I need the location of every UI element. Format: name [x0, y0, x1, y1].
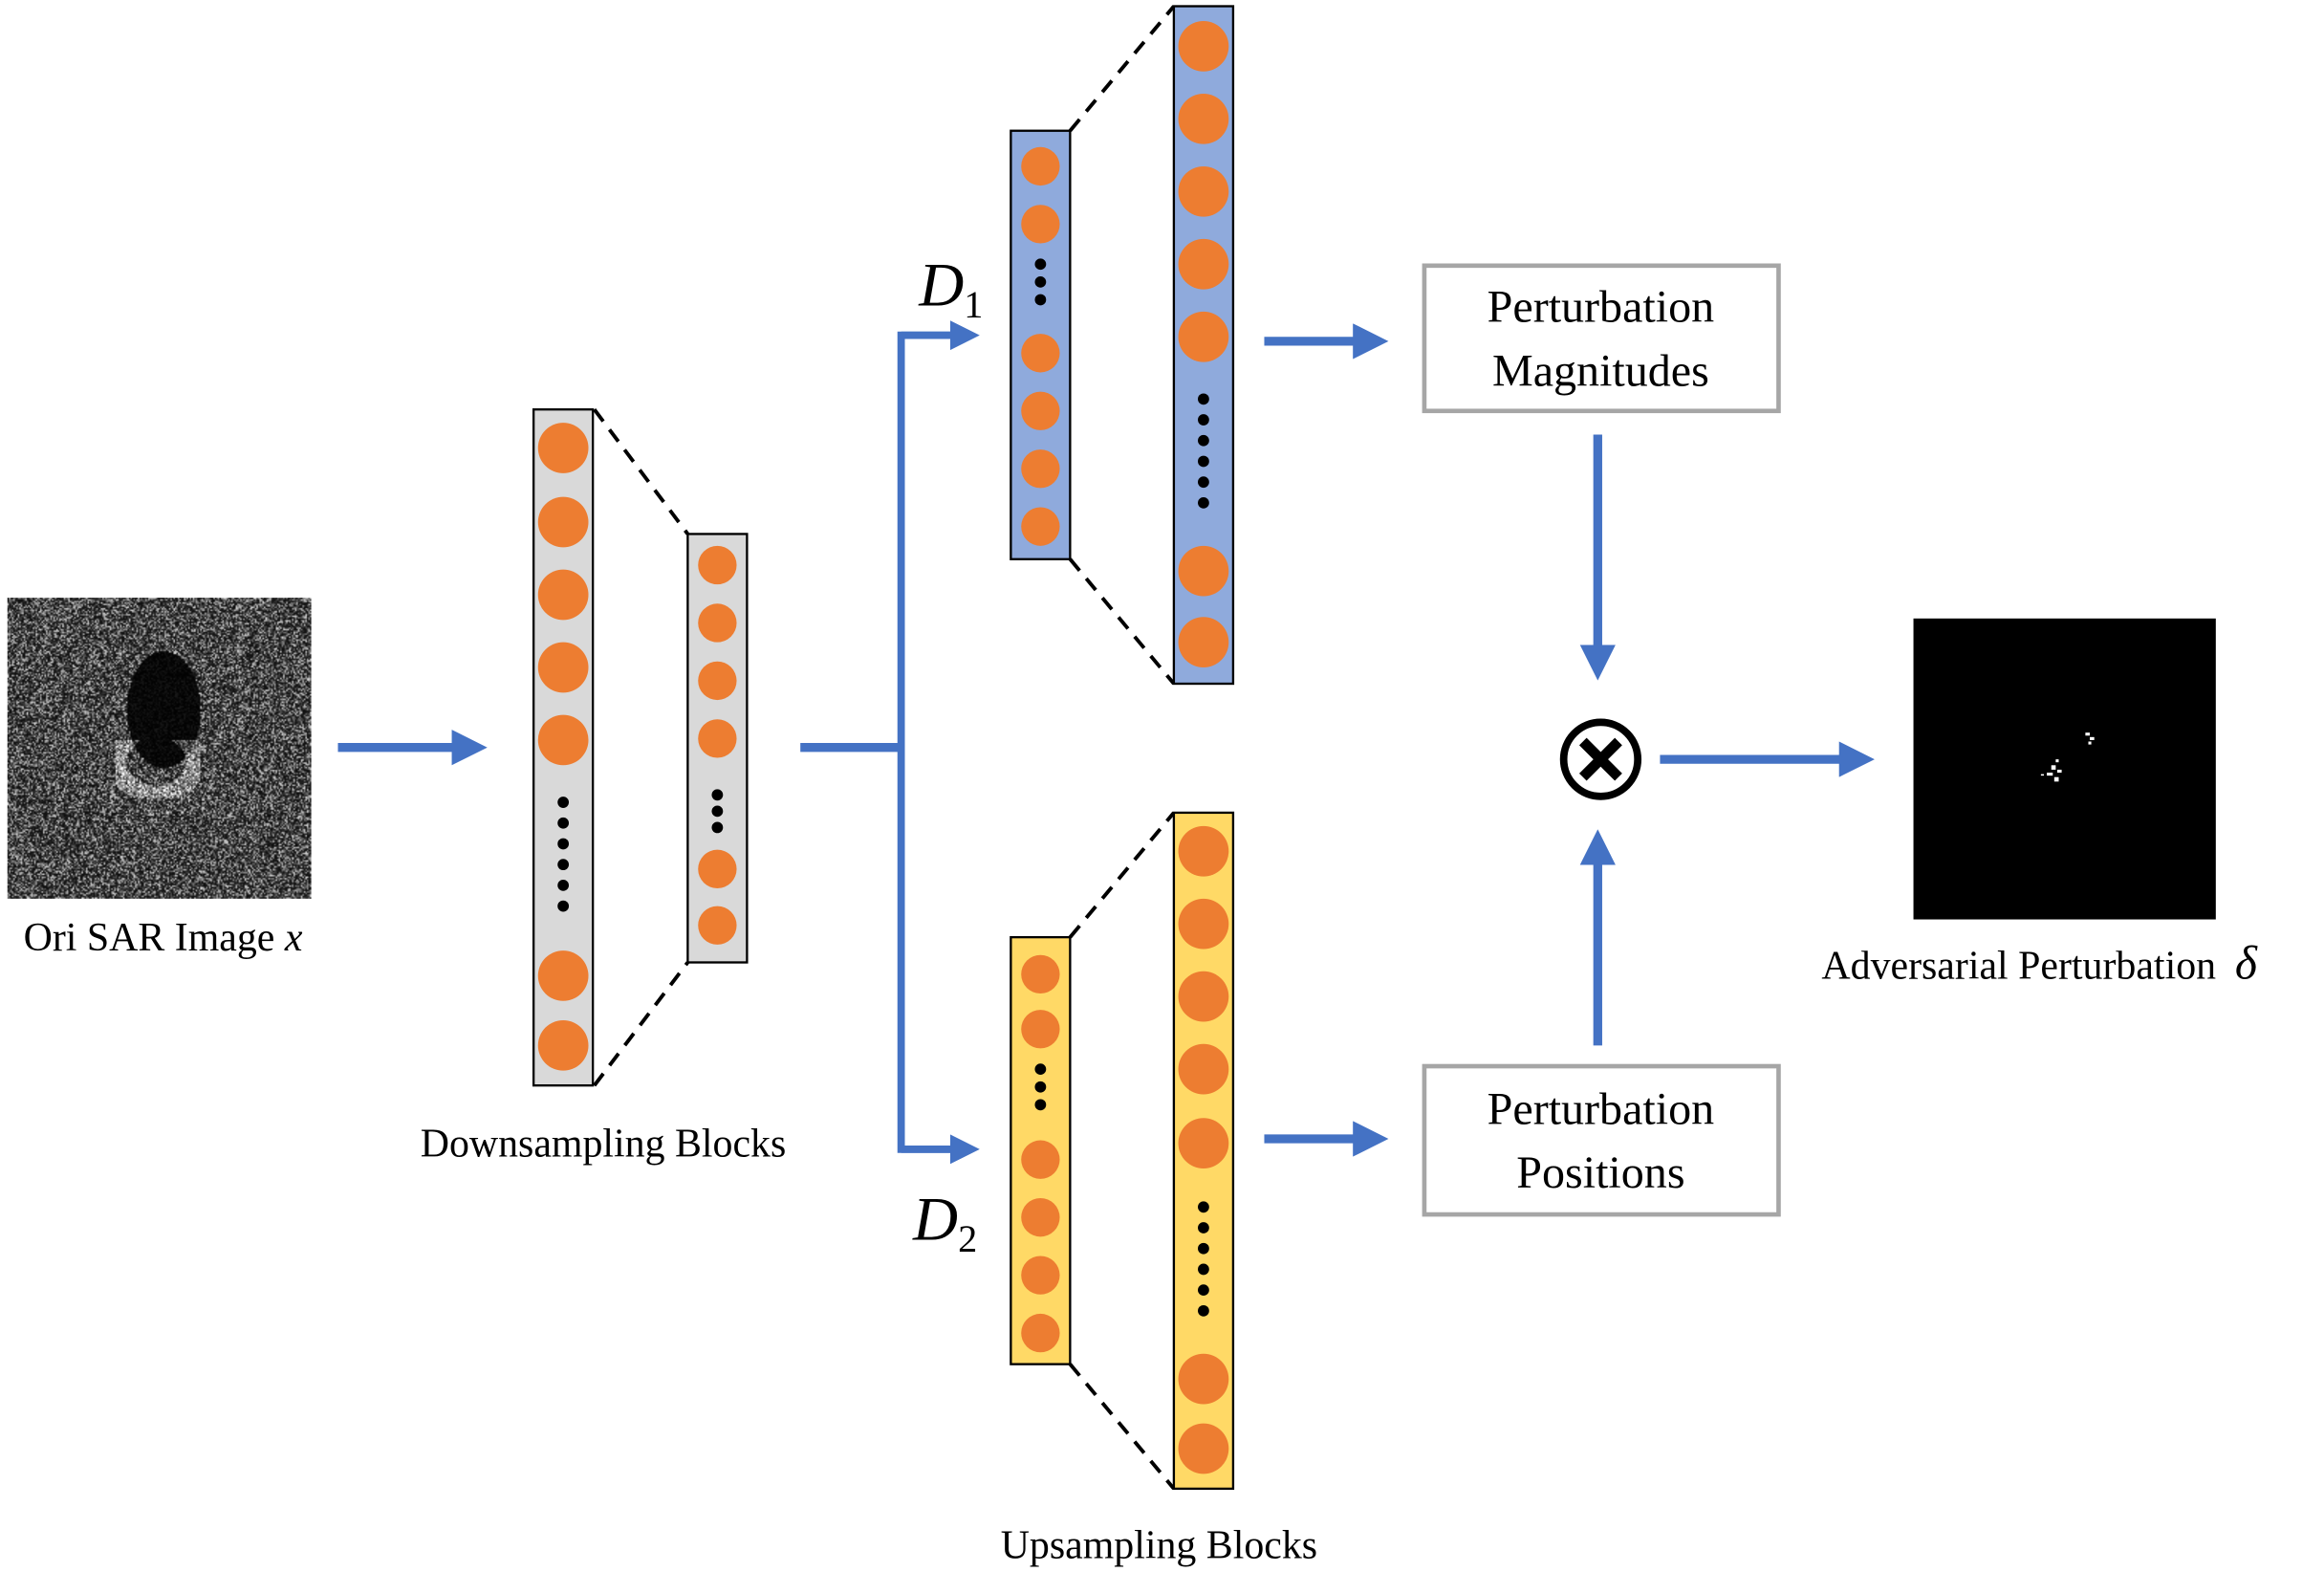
neuron	[1178, 1353, 1229, 1405]
ellipsis-dot	[1034, 258, 1047, 271]
output-image-label: Adversarial Perturbation δ	[1821, 937, 2257, 990]
ellipsis-dot	[557, 817, 570, 829]
neuron	[537, 714, 589, 766]
ellipsis-dot	[1198, 434, 1209, 447]
down-block-1	[532, 408, 595, 1087]
neuron	[1178, 21, 1229, 72]
perturbation-speckles	[2040, 732, 2095, 782]
ellipsis-dot	[1198, 476, 1209, 489]
neuron	[1178, 238, 1229, 290]
perturbation-output-image	[1913, 618, 2216, 920]
ellipsis-dot	[1198, 414, 1209, 426]
ellipsis-dot	[557, 838, 570, 850]
d2-block-2	[1172, 811, 1235, 1491]
ellipsis-dot	[1198, 1222, 1209, 1234]
down-block-2	[686, 533, 749, 964]
split-connector	[897, 331, 967, 1153]
neuron	[698, 906, 737, 945]
neuron	[698, 719, 737, 758]
neuron	[537, 423, 589, 473]
downsampling-label: Downsampling Blocks	[421, 1123, 787, 1167]
neuron	[1178, 617, 1229, 667]
magnitudes-text-2: Magnitudes	[1492, 345, 1709, 396]
neuron	[537, 950, 589, 1001]
d1-label: D1	[918, 251, 983, 326]
neuron	[1178, 971, 1229, 1022]
ellipsis-dot	[1198, 1263, 1209, 1276]
ellipsis-dot	[711, 805, 724, 818]
neuron	[698, 661, 737, 701]
neuron	[1178, 545, 1229, 597]
neuron	[698, 849, 737, 888]
d2-block-1	[1010, 935, 1072, 1365]
ellipsis-dot	[1034, 275, 1047, 288]
neuron	[1178, 311, 1229, 362]
neuron	[698, 545, 737, 585]
neuron	[1178, 1423, 1229, 1474]
ellipsis-dot	[1034, 1099, 1047, 1111]
dashed-connectors	[593, 5, 1176, 1491]
neuron	[537, 496, 589, 548]
neuron	[1021, 1010, 1060, 1049]
neuron	[537, 642, 589, 693]
ellipsis-dot	[1198, 1304, 1209, 1317]
neuron	[1021, 146, 1060, 186]
ellipsis-dot	[557, 859, 570, 871]
d1-block-1	[1010, 129, 1072, 560]
neuron	[537, 569, 589, 621]
positions-box	[1422, 1063, 1781, 1217]
neuron	[1178, 1043, 1229, 1095]
ellipsis-dot	[1034, 294, 1047, 306]
magnitudes-text-1: Perturbation	[1488, 282, 1715, 333]
neuron	[1021, 1313, 1060, 1353]
neuron	[1178, 825, 1229, 877]
magnitudes-box	[1422, 263, 1781, 414]
d2-label: D2	[912, 1185, 977, 1259]
neuron	[1178, 93, 1229, 144]
d1-block-2	[1172, 5, 1235, 686]
ellipsis-dot	[557, 900, 570, 912]
ellipsis-dot	[1034, 1081, 1047, 1093]
neuron	[1178, 165, 1229, 217]
neuron	[1021, 449, 1060, 489]
neuron	[1178, 898, 1229, 950]
neuron	[1021, 954, 1060, 994]
neuron	[1021, 391, 1060, 430]
neuron	[1021, 1198, 1060, 1237]
input-image-label: Ori SAR Image x	[24, 916, 303, 960]
sar-input-image	[7, 598, 312, 899]
neuron	[1021, 334, 1060, 373]
ellipsis-dot	[1198, 455, 1209, 468]
multiply-operator-icon	[1559, 718, 1642, 800]
positions-text-1: Perturbation	[1488, 1083, 1715, 1134]
ellipsis-dot	[557, 797, 570, 808]
ellipsis-dot	[1198, 496, 1209, 509]
arrows	[337, 320, 1875, 1165]
neuron	[1178, 1118, 1229, 1168]
ellipsis-dot	[1198, 1284, 1209, 1297]
ellipsis-dot	[1034, 1063, 1047, 1076]
neuron	[1021, 205, 1060, 244]
ellipsis-dot	[711, 789, 724, 801]
neuron	[1021, 1140, 1060, 1179]
ellipsis-dot	[1198, 393, 1209, 405]
ellipsis-dot	[711, 821, 724, 834]
positions-text-2: Positions	[1516, 1147, 1684, 1198]
neuron	[698, 603, 737, 643]
upsampling-label: Upsampling Blocks	[1001, 1524, 1317, 1568]
neuron	[537, 1019, 589, 1071]
neuron	[1021, 507, 1060, 546]
ellipsis-dot	[1198, 1201, 1209, 1213]
neuron	[1021, 1255, 1060, 1295]
ellipsis-dot	[557, 879, 570, 891]
ellipsis-dot	[1198, 1242, 1209, 1255]
